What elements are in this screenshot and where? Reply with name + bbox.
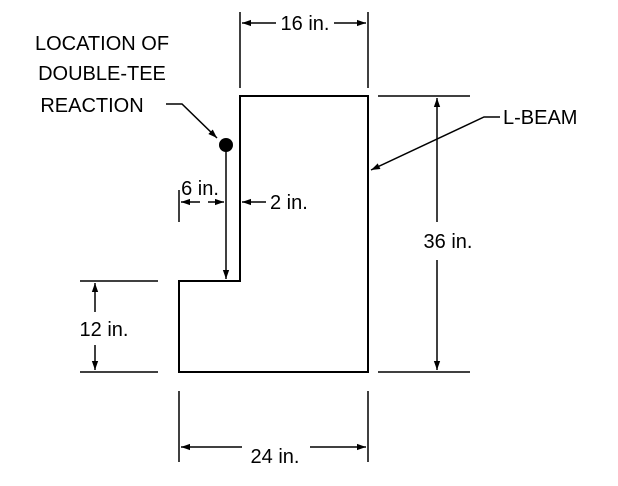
dim-ledge-offset-label: 2 in. — [270, 192, 308, 214]
reaction-point — [219, 138, 233, 152]
extension-lines — [80, 12, 470, 462]
dim-top-width-label: 16 in. — [281, 13, 330, 35]
dim-total-height: 36 in. — [424, 98, 473, 370]
dim-ledge-height-label: 12 in. — [80, 319, 129, 341]
reaction-marker — [219, 138, 233, 279]
dim-ledge-width: 6 in. — [181, 178, 224, 206]
beam-label: L-BEAM — [370, 107, 577, 171]
location-label-line1: LOCATION OF — [35, 33, 169, 55]
dim-ledge-width-label: 6 in. — [181, 178, 219, 200]
dim-top-width: 16 in. — [242, 13, 366, 35]
l-beam-outline — [178, 95, 369, 373]
beam-label-text: L-BEAM — [503, 107, 577, 129]
dim-ledge-height: 12 in. — [80, 283, 129, 370]
dim-ledge-offset: 2 in. — [242, 192, 308, 214]
location-leader — [166, 103, 218, 139]
dim-bottom-width-label: 24 in. — [251, 446, 300, 468]
location-label: LOCATION OF DOUBLE-TEE REACTION — [35, 33, 218, 139]
location-label-line2: DOUBLE-TEE — [38, 63, 166, 85]
dim-total-height-label: 36 in. — [424, 231, 473, 253]
dim-bottom-width: 24 in. — [181, 443, 366, 468]
beam-leader — [370, 116, 500, 171]
location-label-line3: REACTION — [40, 95, 143, 117]
